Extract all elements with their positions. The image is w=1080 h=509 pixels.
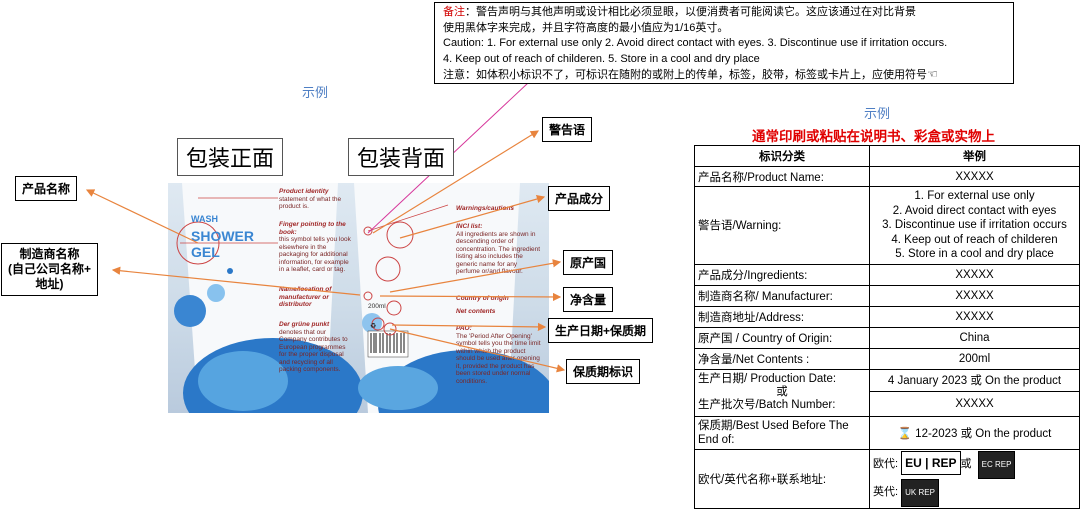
callout-pao: 保质期标识 bbox=[566, 359, 641, 384]
tube-warnings: Warnings/cautions bbox=[456, 205, 515, 212]
callout-net: 净含量 bbox=[563, 287, 614, 312]
note-box: 备注：警告声明与其他声明或设计相比必须显眼，以便消费者可能阅读它。这应该通过在对… bbox=[434, 2, 1014, 84]
table-row: 制造商名称/ Manufacturer:XXXXX bbox=[694, 284, 1080, 307]
back-title: 包装背面 bbox=[348, 138, 455, 176]
tube-net: Net contents bbox=[456, 308, 496, 315]
pointing-hand-icon: ☜ bbox=[927, 67, 938, 81]
table-row: XXXXX bbox=[695, 390, 1080, 417]
table-row: 生产日期/ Production Date: 或 生产批次号/Batch Num… bbox=[694, 368, 1080, 417]
callout-prod-date: 生产日期+保质期 bbox=[548, 318, 654, 343]
row-value: XXXXX bbox=[869, 166, 1080, 187]
note-line1: ：警告声明与其他声明或设计相比必须显眼，以便消费者可能阅读它。这应该通过在对比背… bbox=[465, 6, 916, 18]
callout-warning: 警告语 bbox=[542, 117, 593, 142]
row-key: 净含量/Net Contents : bbox=[694, 347, 870, 370]
table-row: 净含量/Net Contents :200ml bbox=[694, 347, 1080, 370]
label-spec-table: 标识分类 举例 产品名称/Product Name:XXXXX 警告语/Warn… bbox=[694, 145, 1080, 509]
callout-origin: 原产国 bbox=[563, 250, 614, 275]
uk-rep-symbol: UK REP bbox=[901, 478, 939, 507]
header-example: 举例 bbox=[869, 145, 1080, 167]
tube-gel-text: GEL bbox=[191, 244, 220, 260]
note-label: 备注 bbox=[443, 6, 465, 18]
tube-shower-text: SHOWER bbox=[191, 228, 254, 244]
row-value: 1. For external use only 2. Avoid direct… bbox=[869, 186, 1080, 265]
table-header-row: 标识分类 举例 bbox=[694, 145, 1080, 167]
callout-ingredients: 产品成分 bbox=[548, 186, 611, 211]
row-value-batch: XXXXX bbox=[869, 390, 1080, 417]
eu-rep-symbol: EU | REP bbox=[901, 450, 961, 475]
table-row: 警告语/Warning:1. For external use only 2. … bbox=[694, 186, 1080, 265]
row-value-bbe: ⌛ 12-2023 或 On the product bbox=[869, 415, 1080, 450]
tube-origin: Country of origin bbox=[456, 295, 509, 302]
example-label-left: 示例 bbox=[302, 85, 329, 100]
hourglass-icon: ⌛ bbox=[897, 427, 912, 440]
front-title: 包装正面 bbox=[177, 138, 284, 176]
tube-pao: PAO:The 'Period After Opening' symbol te… bbox=[456, 325, 541, 385]
note-line5: 注意：如体积小标识不了，可标识在随附的或附上的传单，标签，胶带，标签或卡片上，应… bbox=[443, 69, 927, 81]
row-key-date: 生产日期/ Production Date: 或 生产批次号/Batch Num… bbox=[694, 368, 870, 417]
row-key-rep: 欧代/英代名称+联系地址: bbox=[694, 448, 870, 509]
right-heading: 通常印刷或粘贴在说明书、彩盒或实物上 bbox=[752, 129, 995, 144]
svg-text:♻: ♻ bbox=[370, 322, 376, 330]
example-label-right: 示例 bbox=[864, 106, 891, 121]
note-line4: 4. Keep out of reach of childeren. 5. St… bbox=[443, 52, 760, 65]
row-key: 警告语/Warning: bbox=[694, 186, 870, 265]
row-value-date: 4 January 2023 或 On the product bbox=[869, 368, 1080, 392]
header-category: 标识分类 bbox=[694, 145, 870, 167]
callout-product-name: 产品名称 bbox=[15, 176, 78, 201]
eu-label: 欧代: bbox=[873, 457, 899, 470]
callout-manufacturer: 制造商名称 (自己公司名称+ 地址) bbox=[1, 243, 99, 296]
row-key: 制造商名称/ Manufacturer: bbox=[694, 284, 870, 307]
table-row: 产品名称/Product Name:XXXXX bbox=[694, 166, 1080, 187]
note-line2: 使用黑体字来完成，并且字符高度的最小值应为1/16英寸。 bbox=[443, 21, 729, 34]
tube-wash-text: WASH bbox=[191, 214, 218, 224]
row-key: 产品名称/Product Name: bbox=[694, 166, 870, 187]
tube-volume: 200ml bbox=[368, 303, 386, 310]
tube-finger-pointing: Finger pointing to the book:this symbol … bbox=[279, 221, 351, 273]
ec-rep-symbol: EC REP bbox=[977, 450, 1016, 479]
tube-illustration: ♻ bbox=[174, 183, 549, 413]
row-value: XXXXX bbox=[869, 284, 1080, 307]
note-line3: Caution: 1. For external use only 2. Avo… bbox=[443, 37, 948, 49]
uk-label: 英代: bbox=[873, 485, 899, 498]
tube-inci: INCI list:All ingredients are shown in d… bbox=[456, 223, 541, 275]
